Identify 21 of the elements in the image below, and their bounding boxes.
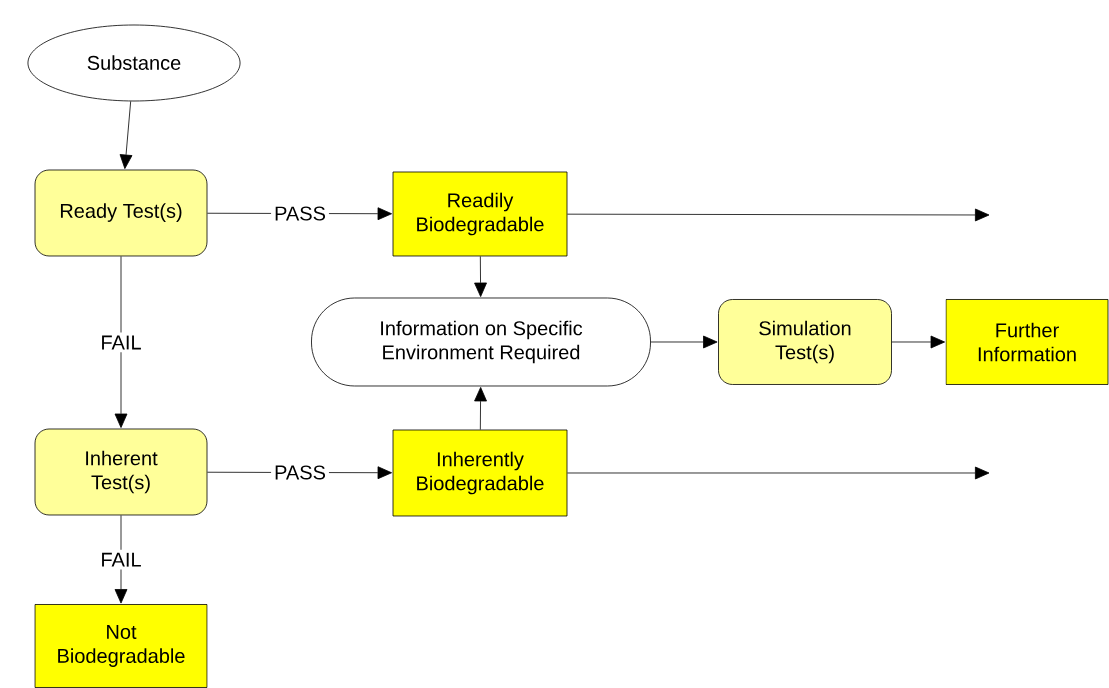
- arrow: [114, 256, 128, 428]
- process-box: Simulation Test(s): [718, 299, 892, 385]
- result-box: Further Information: [945, 299, 1109, 385]
- edge-label: PASS: [271, 462, 329, 483]
- arrow: [567, 208, 990, 222]
- edge-label: FAIL: [97, 332, 145, 353]
- edge-label: PASS: [271, 203, 329, 224]
- arrow: [119, 100, 133, 169]
- arrow: [114, 515, 128, 604]
- process-box: Ready Test(s): [34, 169, 208, 257]
- arrow: [567, 466, 990, 480]
- arrow: [891, 335, 945, 349]
- process-box: Inherent Test(s): [34, 428, 208, 516]
- arrow: [650, 335, 718, 349]
- arrow: [474, 256, 487, 297]
- terminal-box: Information on Specific Environment Required: [311, 297, 651, 387]
- edge-label: FAIL: [97, 549, 145, 570]
- result-box: Readily Biodegradable: [392, 171, 568, 257]
- result-box: Not Biodegradable: [34, 604, 208, 688]
- result-box: Inherently Biodegradable: [392, 429, 568, 517]
- arrow: [474, 387, 487, 430]
